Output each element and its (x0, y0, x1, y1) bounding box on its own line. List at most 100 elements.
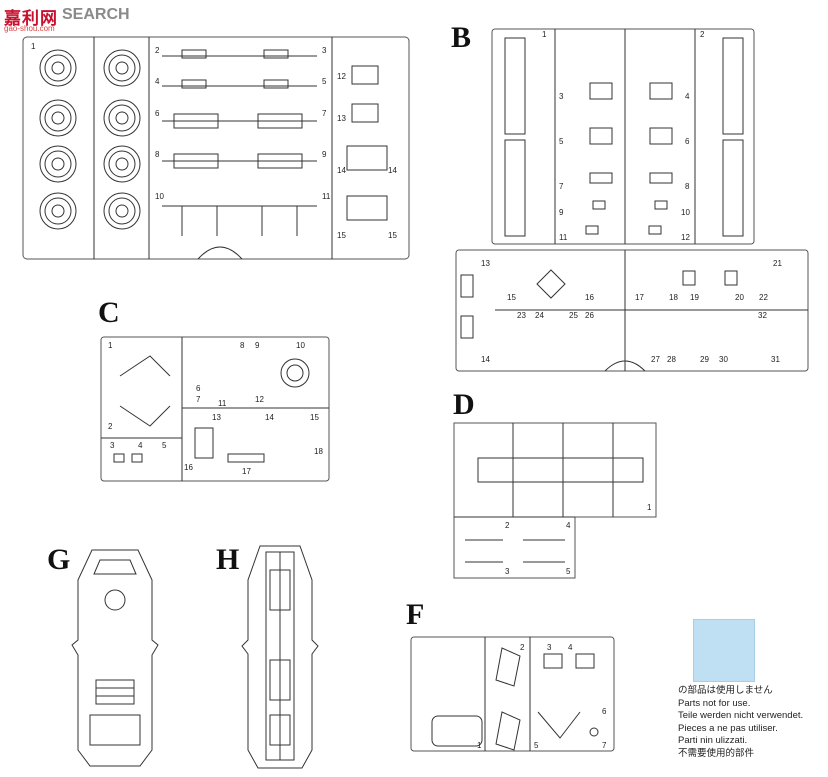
part-label: 1 (647, 503, 652, 512)
part-label: 16 (585, 293, 594, 302)
part-label: 17 (635, 293, 644, 302)
part-label: 6 (602, 707, 607, 716)
part-label: 18 (314, 447, 323, 456)
part-label: 14 (388, 166, 397, 175)
part-label: 3 (505, 567, 510, 576)
sprue-letter-h: H (216, 543, 240, 576)
part-label: 1 (31, 42, 36, 51)
part-label: 2 (520, 643, 525, 652)
part-label: 1 (542, 30, 547, 39)
part-label: 32 (758, 311, 767, 320)
part-label: 16 (184, 463, 193, 472)
part-label: 27 (651, 355, 660, 364)
part-label: 9 (255, 341, 260, 350)
sprue-d: 1 2 3 4 5 (453, 422, 657, 579)
part-label: 15 (388, 231, 397, 240)
part-label: 14 (337, 166, 346, 175)
part-label: 7 (322, 109, 327, 118)
part-label: 10 (681, 208, 690, 217)
hull-top-g (71, 549, 159, 767)
part-label: 12 (681, 233, 690, 242)
part-label: 23 (517, 311, 526, 320)
legend-line-fr: Pieces a ne pas utiliser. (678, 722, 778, 734)
sprue-f: 1 2 3 4 5 6 7 (410, 636, 615, 752)
sprue-letter-d: D (453, 388, 475, 421)
legend-line-it: Parti nin ulizzati. (678, 735, 748, 746)
sprue-a: 1 2 3 4 5 6 7 8 9 10 11 12 13 14 14 15 1… (22, 36, 410, 260)
part-label: 25 (569, 311, 578, 320)
watermark-url: gao-shou.com (4, 24, 55, 33)
part-label: 9 (559, 208, 564, 217)
part-label: 2 (700, 30, 705, 39)
watermark-logo: 嘉利网 SEARCH gao-shou.com (4, 2, 174, 36)
part-label: 5 (534, 741, 539, 750)
part-label: 11 (218, 399, 227, 408)
part-label: 20 (735, 293, 744, 302)
part-label: 31 (771, 355, 780, 364)
part-label: 6 (196, 384, 201, 393)
part-label: 11 (322, 192, 331, 201)
part-label: 13 (481, 259, 490, 268)
legend-line-zh: 不需要使用的部件 (678, 747, 755, 759)
part-label: 14 (481, 355, 490, 364)
part-label: 6 (155, 109, 160, 118)
part-label: 8 (240, 341, 245, 350)
part-label: 19 (690, 293, 699, 302)
part-label: 15 (507, 293, 516, 302)
part-label: 10 (155, 192, 164, 201)
watermark-mark: 嘉利网 (4, 9, 58, 29)
part-label: 12 (337, 72, 346, 81)
watermark-word: SEARCH (62, 6, 130, 23)
sprue-letter-b: B (451, 21, 472, 54)
part-label: 9 (322, 150, 327, 159)
part-label: 2 (155, 46, 160, 55)
part-label: 28 (667, 355, 676, 364)
part-label: 18 (669, 293, 678, 302)
part-label: 29 (700, 355, 709, 364)
part-label: 12 (255, 395, 264, 404)
part-label: 7 (602, 741, 607, 750)
part-label: 5 (322, 77, 327, 86)
part-label: 3 (110, 441, 115, 450)
part-label: 5 (162, 441, 167, 450)
part-label: 26 (585, 311, 594, 320)
part-label: 24 (535, 311, 544, 320)
part-label: 3 (547, 643, 552, 652)
tyres (39, 49, 141, 230)
part-label: 4 (138, 441, 143, 450)
part-label: 8 (155, 150, 160, 159)
part-label: 1 (108, 341, 113, 350)
part-label: 7 (196, 395, 201, 404)
part-label: 22 (759, 293, 768, 302)
part-label: 2 (108, 422, 113, 431)
part-label: 4 (566, 521, 571, 530)
legend-line-en: Parts not for use. (678, 697, 751, 709)
part-label: 3 (322, 46, 327, 55)
part-label: 14 (265, 413, 274, 422)
hull-bottom-h (241, 545, 319, 769)
part-label: 13 (337, 114, 346, 123)
sprue-c: 1 2 3 4 5 6 7 8 9 10 11 12 13 14 15 16 1… (100, 336, 330, 482)
part-label: 30 (719, 355, 728, 364)
part-label: 17 (242, 467, 251, 476)
not-for-use-legend: の部品は使用しません Parts not for use. Teile werd… (678, 685, 828, 760)
part-label: 13 (212, 413, 221, 422)
part-label: 1 (477, 741, 482, 750)
part-label: 11 (559, 233, 568, 242)
legend-line-ja: の部品は使用しません (678, 685, 773, 696)
part-label: 8 (685, 182, 690, 191)
part-label: 5 (559, 137, 564, 146)
sprue-b: 1 2 3 4 5 6 7 8 9 10 11 12 13 14 15 16 1… (455, 28, 809, 372)
part-label: 21 (773, 259, 782, 268)
part-label: 15 (337, 231, 346, 240)
not-for-use-swatch (693, 619, 755, 682)
part-label: 5 (566, 567, 571, 576)
part-label: 4 (685, 92, 690, 101)
part-label: 4 (568, 643, 573, 652)
part-label: 6 (685, 137, 690, 146)
part-label: 4 (155, 77, 160, 86)
part-label: 2 (505, 521, 510, 530)
part-label: 15 (310, 413, 319, 422)
part-label: 7 (559, 182, 564, 191)
